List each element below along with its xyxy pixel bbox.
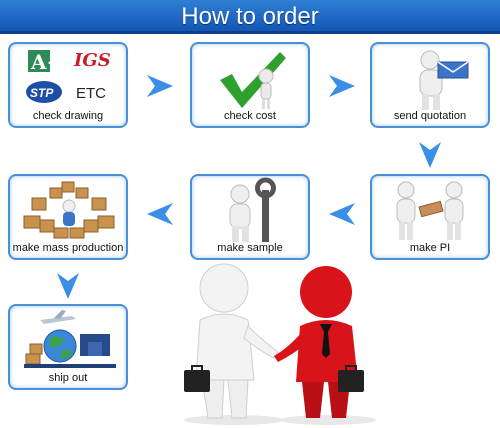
page-title: How to order	[181, 3, 319, 30]
arrow-left-icon	[329, 203, 355, 225]
svg-text:IGS: IGS	[73, 50, 111, 71]
boxes-pile-icon	[23, 181, 115, 239]
step-check-drawing: A+ IGS STP ETC check drawing	[8, 42, 128, 128]
briefcase-icon	[184, 370, 210, 392]
handshake-illustration	[184, 263, 376, 425]
step-label: send quotation	[393, 110, 467, 122]
step-check-cost: check cost	[190, 42, 310, 128]
globe-plane-truck-icon	[24, 310, 116, 368]
arrow-right-icon	[329, 75, 355, 97]
arrow-right-icon	[147, 75, 173, 97]
file-format-logos-icon: A+ IGS STP ETC	[26, 50, 111, 103]
step-label: check cost	[224, 110, 276, 122]
step-make-mass-production: make mass production	[8, 174, 128, 260]
step-make-sample: make sample	[190, 174, 310, 260]
step-label: check drawing	[32, 110, 104, 122]
briefcase-icon	[338, 370, 364, 392]
svg-text:A+: A+	[30, 50, 63, 74]
green-checkmark-icon	[220, 52, 286, 109]
svg-text:STP: STP	[30, 86, 54, 100]
step-label: make sample	[217, 242, 283, 254]
arrow-left-icon	[147, 203, 173, 225]
step-ship-out: ship out	[8, 304, 128, 390]
step-label: ship out	[48, 372, 88, 384]
svg-text:ETC: ETC	[76, 85, 106, 102]
person-with-wrench-icon	[229, 177, 276, 242]
title-banner: How to order	[0, 0, 500, 34]
step-label: make PI	[409, 242, 451, 254]
step-send-quotation: send quotation	[370, 42, 490, 128]
arrow-down-icon	[419, 142, 441, 168]
step-make-pi: make PI	[370, 174, 490, 260]
arrow-down-icon	[57, 273, 79, 299]
two-people-exchanging-document-icon	[396, 181, 464, 240]
person-sending-mail-icon	[419, 50, 469, 110]
step-label: make mass production	[12, 242, 124, 254]
